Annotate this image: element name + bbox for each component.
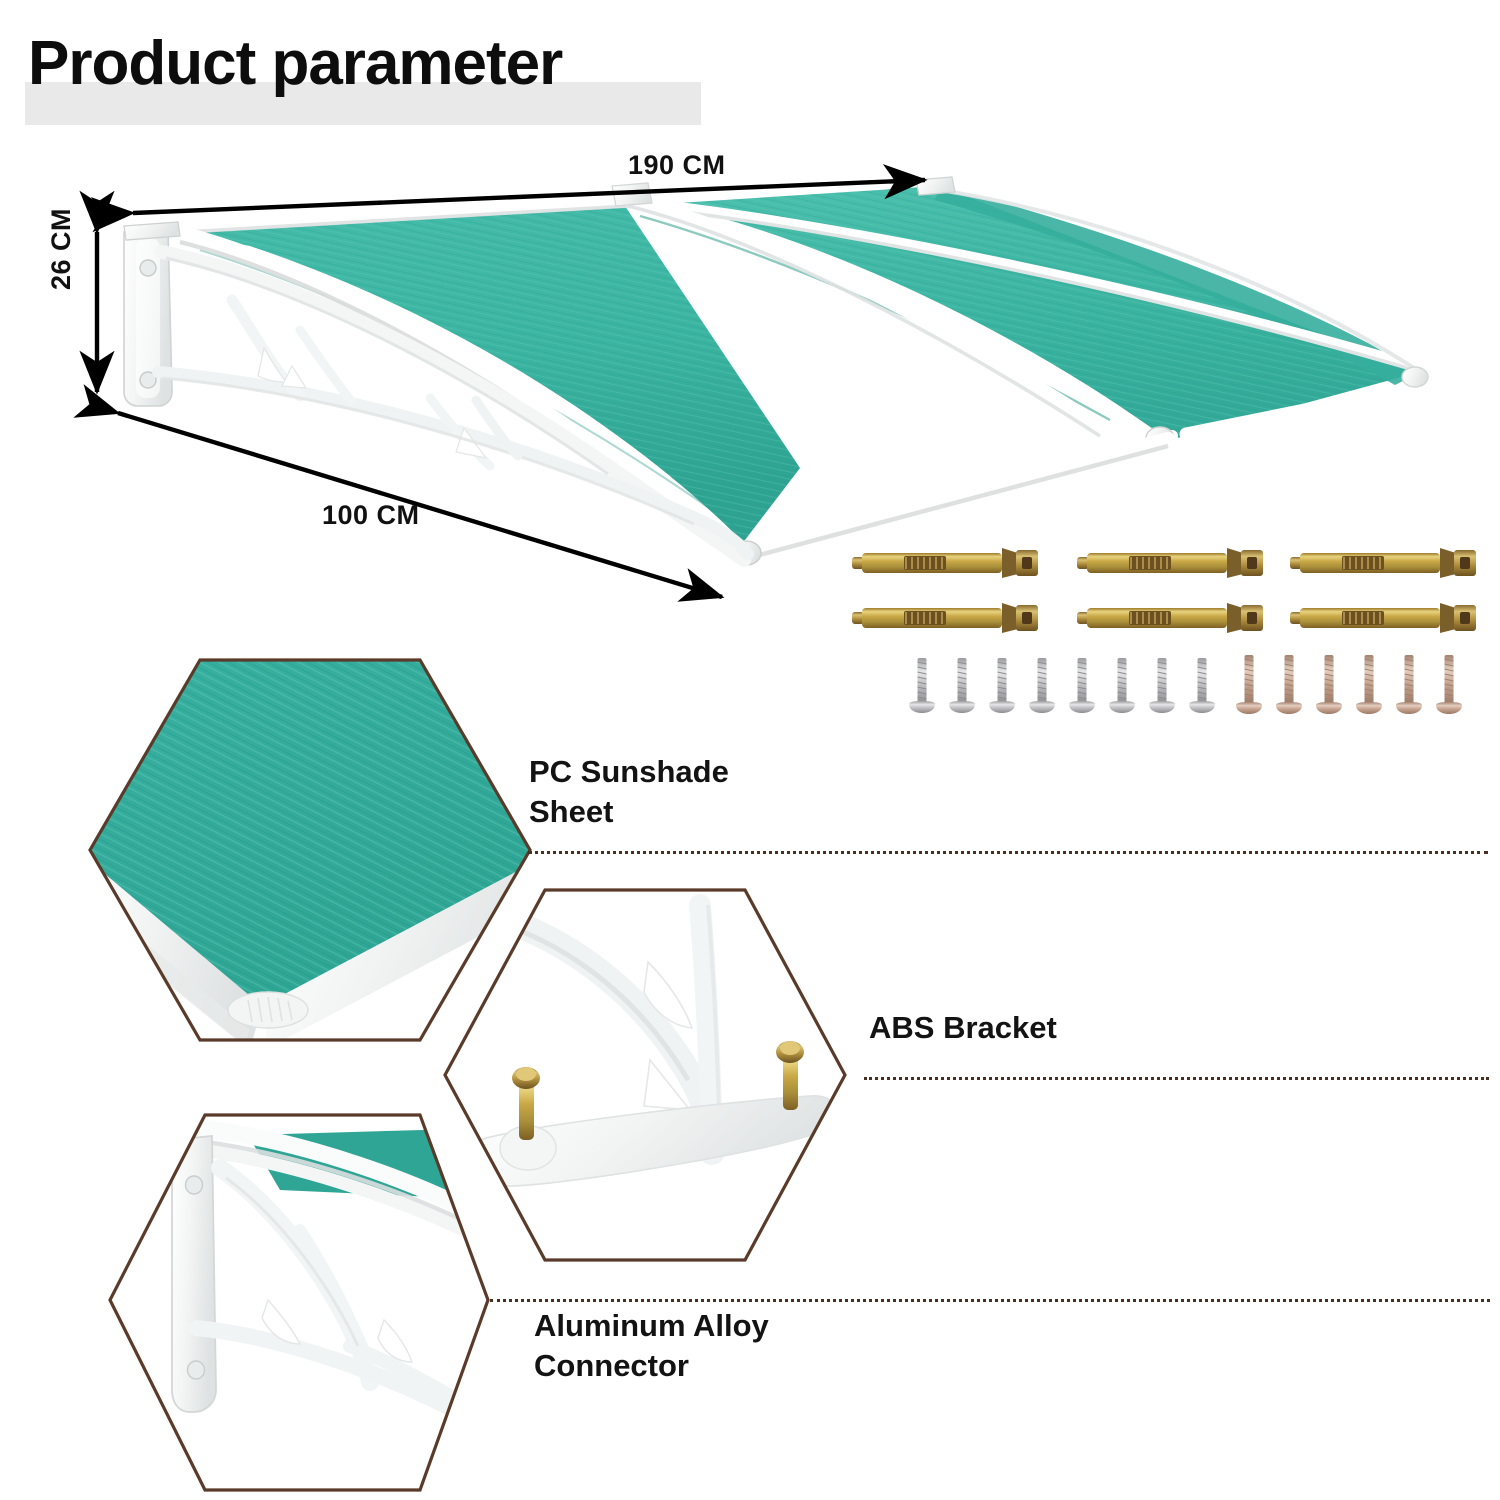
canopy-frame-left-rail bbox=[163, 223, 752, 564]
hex-pc-sheet bbox=[88, 658, 532, 1042]
canopy-front-gutter bbox=[730, 432, 1176, 566]
brass-bolt bbox=[512, 1067, 540, 1140]
title-highlight-band bbox=[25, 82, 701, 125]
dimension-arrow-depth bbox=[73, 384, 725, 602]
dimension-label-height: 26 CM bbox=[46, 207, 76, 290]
leader-line-abs-bracket bbox=[864, 1077, 1489, 1080]
leader-line-pc-sunshade-sheet bbox=[528, 851, 1488, 854]
canopy-panel-right bbox=[632, 186, 1420, 440]
canopy-frame-right-rail bbox=[931, 177, 1436, 441]
leader-line-aluminum-alloy-connector bbox=[490, 1299, 1490, 1302]
canopy-top-mount-cap bbox=[915, 176, 956, 196]
anchor-bolt-group bbox=[852, 548, 1476, 633]
canopy-mid-support bbox=[471, 395, 523, 461]
hex-abs-bracket bbox=[443, 888, 847, 1262]
brass-bolt bbox=[776, 1041, 804, 1110]
canopy-frame-top-rail bbox=[162, 196, 1434, 376]
hex-alu-connector bbox=[108, 1113, 490, 1492]
canopy-middle-rail bbox=[611, 182, 1178, 453]
dimension-label-depth: 100 CM bbox=[322, 500, 420, 530]
callout-label-abs-bracket: ABS Bracket bbox=[869, 1010, 1057, 1045]
callout-label-pc-sunshade-sheet: PC Sunshade Sheet bbox=[529, 754, 729, 830]
page-title: Product parameter bbox=[28, 29, 563, 98]
screw-group-silver bbox=[909, 658, 1215, 713]
left-wall-bracket bbox=[123, 221, 754, 567]
screw-group-bronze bbox=[1236, 655, 1462, 714]
dimension-arrow-width bbox=[90, 164, 928, 233]
dimension-label-width: 190 CM bbox=[628, 150, 726, 180]
callout-label-aluminum-alloy-connector: Aluminum Alloy Connector bbox=[534, 1308, 769, 1384]
canopy-panel-left bbox=[175, 206, 800, 541]
